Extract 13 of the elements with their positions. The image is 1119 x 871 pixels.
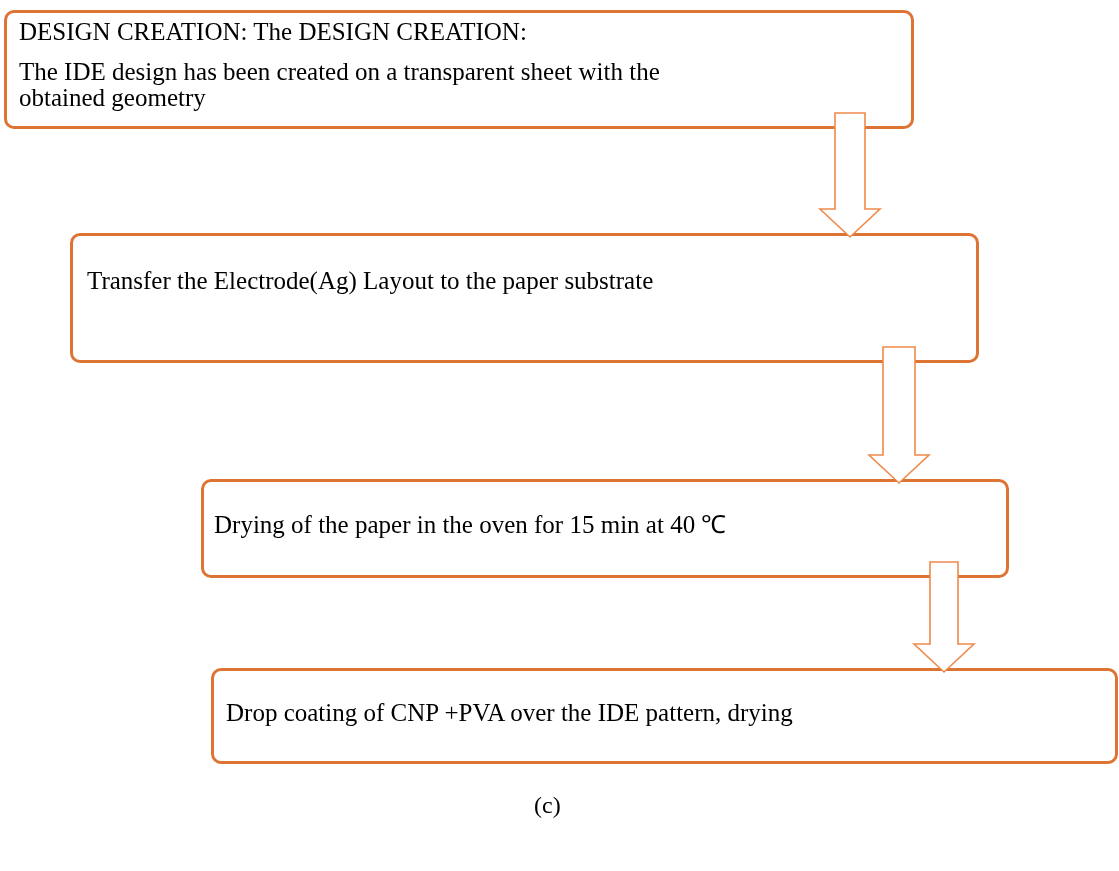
block-arrow (911, 561, 977, 674)
step-text: Drop coating of CNP +PVA over the IDE pattern, drying (226, 700, 794, 726)
process-box (211, 668, 1118, 764)
step-text: Transfer the Electrode(Ag) Layout to the paper substrate (87, 268, 655, 294)
block-arrow (817, 112, 883, 239)
block-arrow (866, 346, 932, 485)
box-heading: DESIGN CREATION: The DESIGN CREATION: (19, 19, 528, 45)
process-box (70, 233, 979, 363)
step-text: Drying of the paper in the oven for 15 min at 40 ℃ (214, 512, 728, 538)
process-box (4, 10, 914, 129)
process-box (201, 479, 1009, 578)
panel-label: (c) (534, 792, 561, 819)
step-text: The IDE design has been created on a transparent sheet with the obtained geometry (19, 59, 661, 111)
